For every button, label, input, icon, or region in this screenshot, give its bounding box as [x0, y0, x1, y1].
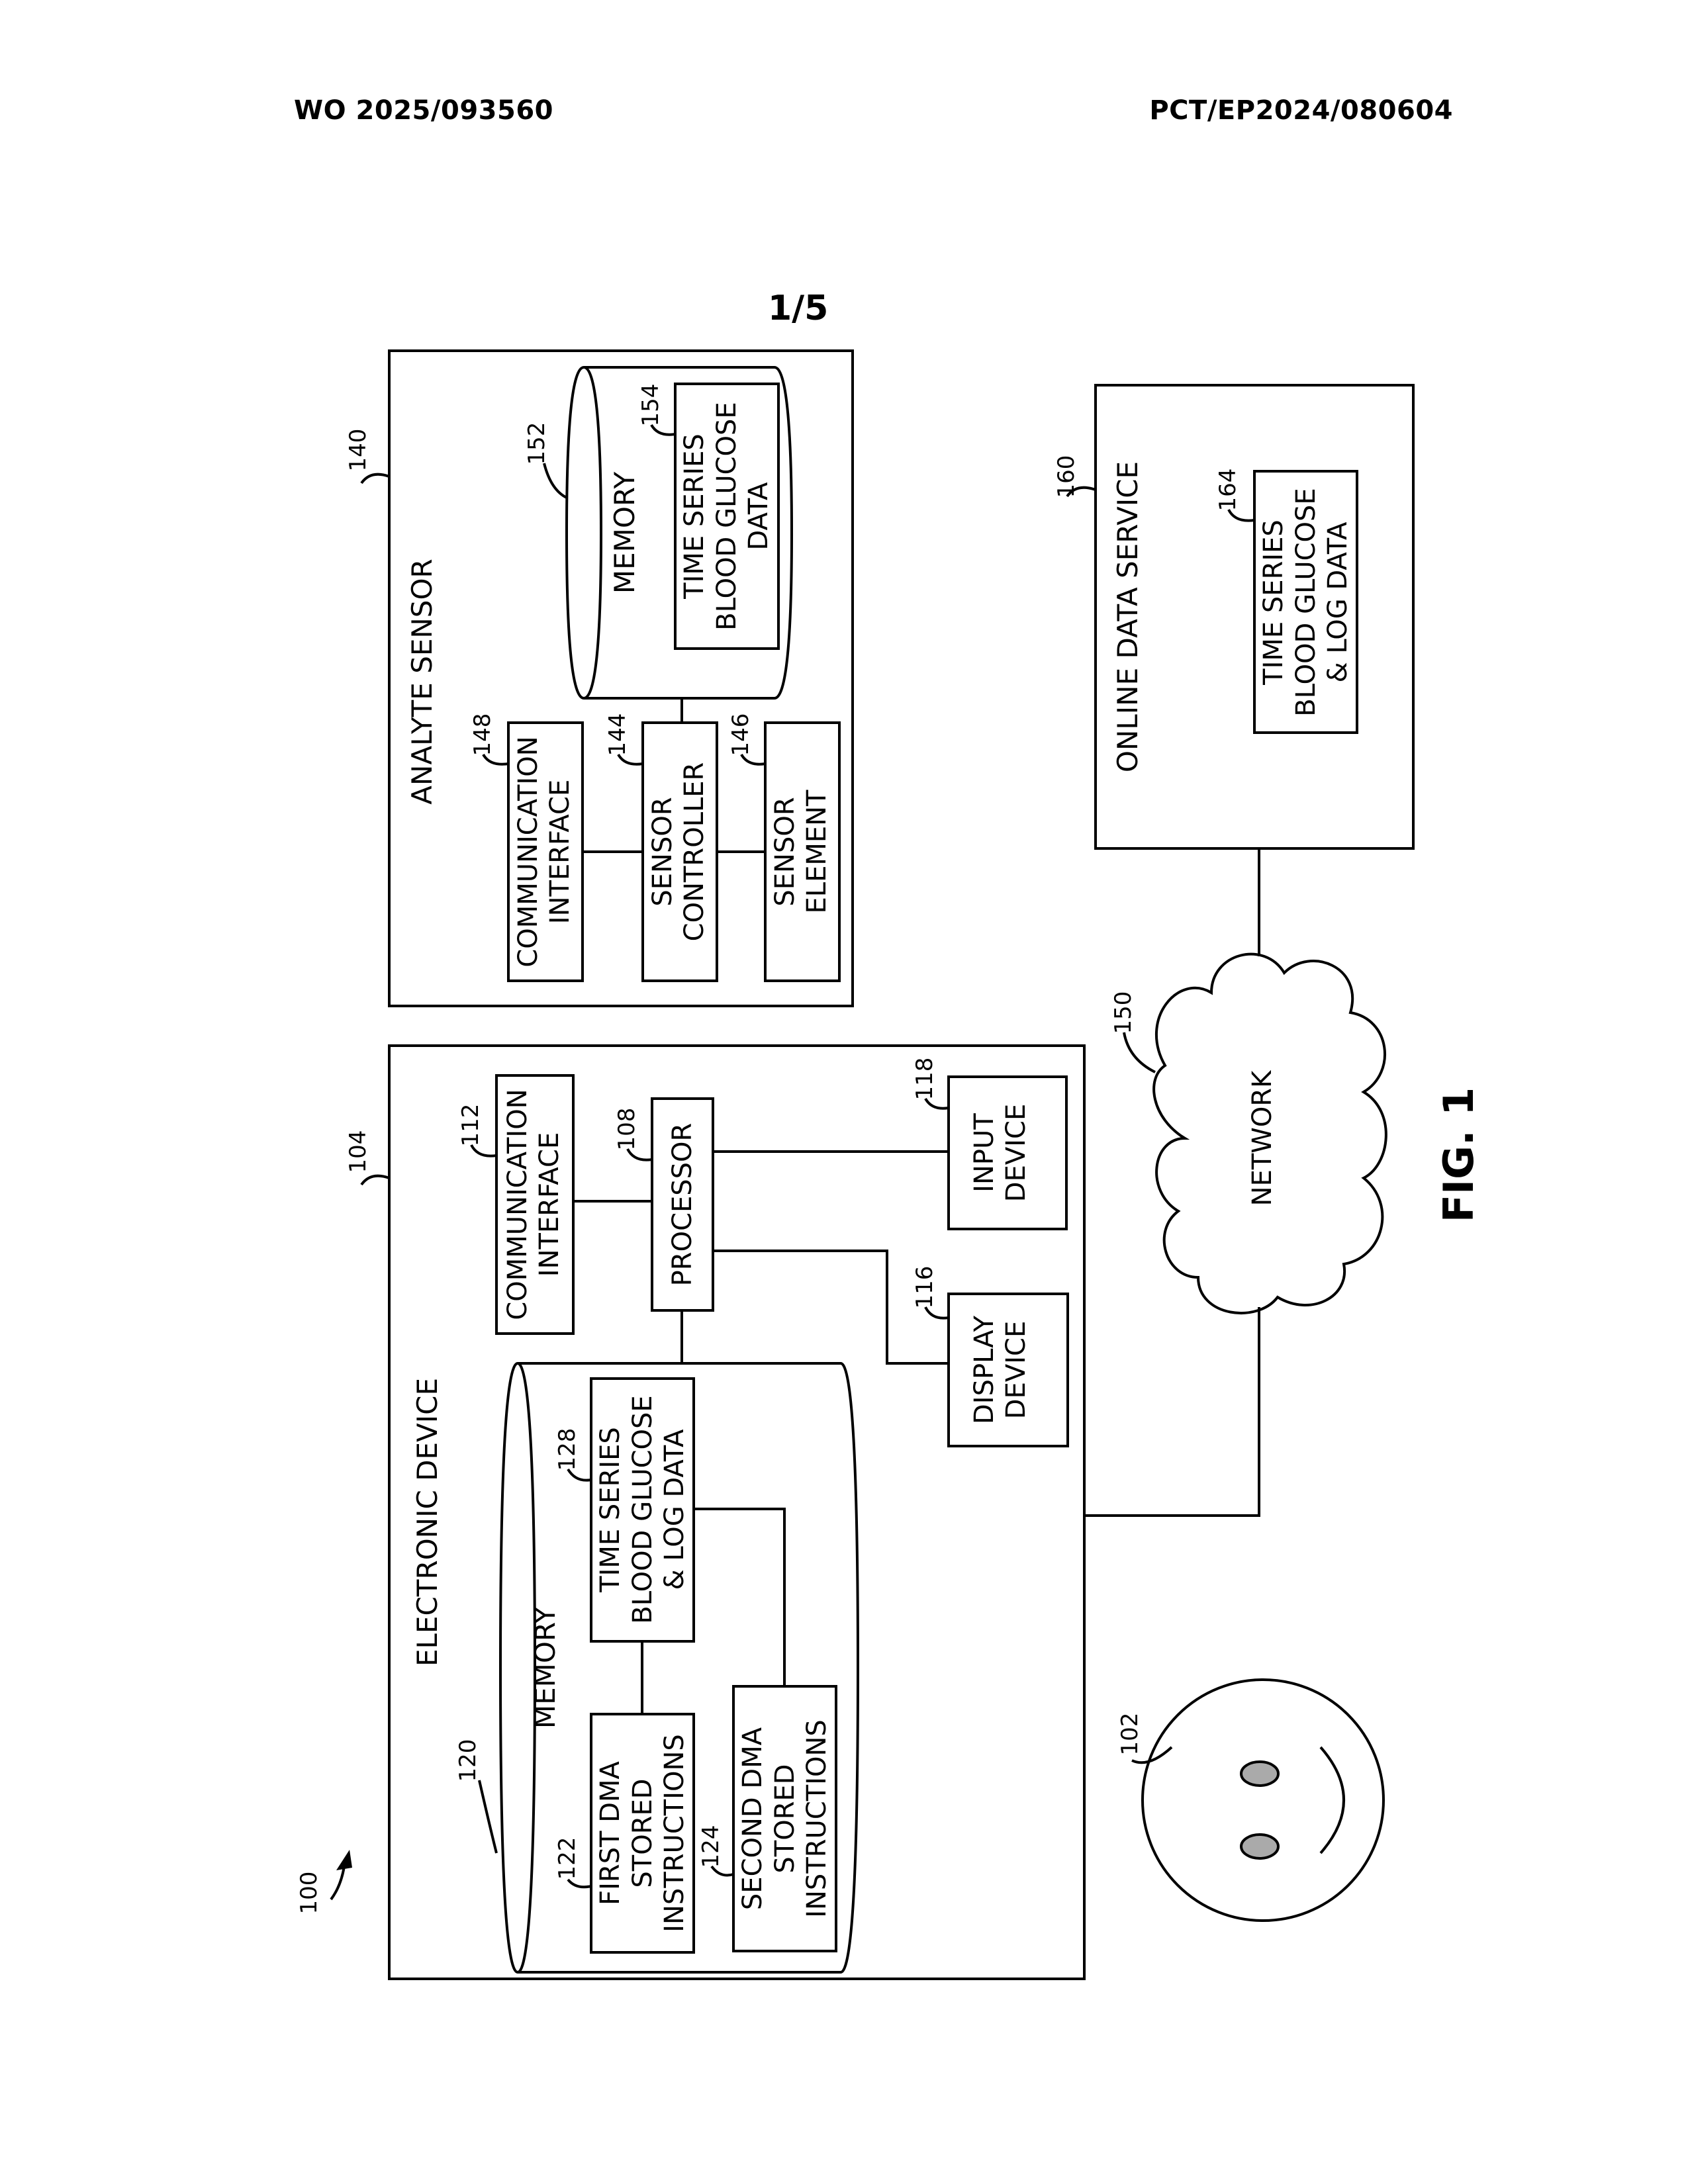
input-device-line-1: INPUT: [969, 1113, 1000, 1193]
time-series-log-line-2: BLOOD GLUCOSE: [628, 1395, 658, 1623]
user-smiley-face: [1143, 1680, 1383, 1921]
display-device-line-2: DEVICE: [1001, 1321, 1031, 1419]
ref-146: 146: [727, 713, 754, 756]
sensor-element-line-1: SENSOR: [770, 797, 800, 906]
time-series-log-line-1: TIME SERIES: [595, 1427, 626, 1593]
ref-112: 112: [457, 1104, 484, 1147]
leader-104: [361, 1176, 389, 1185]
ref-144: 144: [604, 713, 631, 756]
ref-100: 100: [296, 1872, 322, 1915]
input-device-line-2: DEVICE: [1001, 1104, 1031, 1202]
leader-140: [361, 475, 389, 483]
online-time-series-line-3: & LOG DATA: [1323, 522, 1353, 683]
display-device-line-1: DISPLAY: [969, 1315, 1000, 1424]
ref-108: 108: [614, 1108, 640, 1151]
user-eye-right: [1241, 1835, 1278, 1858]
sensor-controller-line-1: SENSOR: [647, 797, 678, 906]
sensor-element-line-2: ELEMENT: [802, 790, 832, 914]
ref-104: 104: [345, 1130, 371, 1173]
leader-150: [1124, 1032, 1155, 1072]
ref-150: 150: [1110, 991, 1137, 1034]
ref-116: 116: [912, 1266, 938, 1309]
sensor-comm-interface-line-2: INTERFACE: [545, 780, 575, 924]
ref-164: 164: [1215, 469, 1241, 512]
electronic-device-label: ELECTRONIC DEVICE: [411, 1378, 444, 1666]
online-time-series-line-2: BLOOD GLUCOSE: [1291, 488, 1321, 716]
ref-160: 160: [1053, 455, 1080, 498]
online-data-service-label: ONLINE DATA SERVICE: [1111, 461, 1144, 772]
sensor-time-series-line-3: DATA: [743, 482, 774, 551]
ref-102: 102: [1117, 1713, 1143, 1756]
ref-118: 118: [912, 1058, 938, 1101]
figure-label: FIG. 1: [1434, 1087, 1483, 1223]
second-dma-line-1: SECOND DMA: [737, 1727, 768, 1910]
sensor-controller-line-2: CONTROLLER: [679, 762, 710, 942]
arrow-100-line: [331, 1866, 344, 1899]
time-series-log-line-3: & LOG DATA: [659, 1429, 690, 1590]
memory-label: MEMORY: [529, 1607, 561, 1729]
connector-device-to-network: [1084, 1307, 1259, 1516]
ref-152: 152: [524, 422, 550, 465]
sensor-memory-label: MEMORY: [608, 472, 641, 594]
analyte-sensor-label: ANALYTE SENSOR: [406, 559, 438, 804]
sensor-time-series-line-2: BLOOD GLUCOSE: [712, 402, 742, 630]
second-dma-line-3: INSTRUCTIONS: [802, 1719, 832, 1918]
ref-148: 148: [469, 713, 496, 756]
processor-label: PROCESSOR: [667, 1123, 698, 1287]
first-dma-line-1: FIRST DMA: [595, 1760, 626, 1905]
first-dma-line-2: STORED: [628, 1778, 658, 1888]
first-dma-line-3: INSTRUCTIONS: [659, 1734, 690, 1933]
user-eye-left: [1241, 1762, 1278, 1786]
sensor-time-series-line-1: TIME SERIES: [679, 433, 710, 600]
online-time-series-line-1: TIME SERIES: [1258, 520, 1289, 686]
ref-140: 140: [345, 429, 371, 472]
ref-120: 120: [455, 1739, 481, 1782]
ref-128: 128: [554, 1428, 581, 1471]
network-label: NETWORK: [1247, 1069, 1278, 1206]
second-dma-line-2: STORED: [770, 1764, 800, 1873]
ref-154: 154: [637, 384, 664, 427]
sensor-comm-interface-line-1: COMMUNICATION: [513, 736, 543, 967]
comm-interface-line-1: COMMUNICATION: [502, 1089, 533, 1320]
ref-124: 124: [698, 1825, 724, 1868]
ref-122: 122: [554, 1837, 581, 1880]
comm-interface-line-2: INTERFACE: [534, 1132, 565, 1277]
arrow-100-head: [336, 1850, 352, 1870]
